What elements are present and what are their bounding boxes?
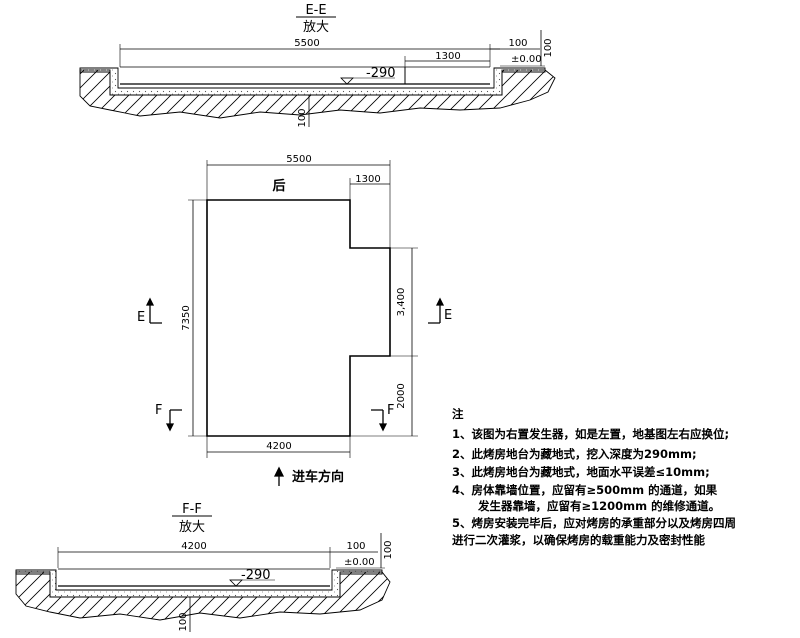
cut-e-left-arrow-icon <box>145 297 162 324</box>
note-line: 4、房体靠墙位置，应留有≥500mm 的通道，如果 <box>452 483 718 497</box>
plan-view: 5500 1300 后 7350 3,400 2000 4200 E E F <box>137 154 452 486</box>
plan-rear-label: 后 <box>272 178 285 194</box>
cut-f-right-label: F <box>387 403 394 418</box>
section-ee-dim-below: 100 <box>297 108 308 127</box>
level-marker-icon <box>340 77 354 85</box>
note-line: 5、烤房安装完毕后，应对烤房的承重部分以及烤房四周 <box>452 516 736 530</box>
note-line: 进行二次灌浆，以确保烤房的载重能力及密封性能 <box>452 533 705 547</box>
entry-arrow-icon <box>273 466 285 486</box>
plan-dim-bottom: 4200 <box>266 441 291 452</box>
section-ff-level-zero: ±0.00 <box>344 557 375 568</box>
cut-e-left-label: E <box>137 310 145 325</box>
plan-dim-left: 7350 <box>181 305 192 330</box>
section-ee-dim-height: 100 <box>543 38 554 57</box>
section-ff-dim-height: 100 <box>383 540 394 559</box>
cut-e-right-arrow-icon <box>428 297 445 324</box>
section-ff-dim-total: 4200 <box>181 541 206 552</box>
section-ff-depth: -290 <box>241 568 271 583</box>
plan-outline <box>206 199 391 437</box>
section-ee-dim-right: 100 <box>508 38 527 49</box>
plan-dim-right-mid: 3,400 <box>396 288 407 317</box>
section-ee: E-E 放大 5500 1300 100 ±0.00 100 -290 100 <box>79 3 556 128</box>
plan-dim-right-low: 2000 <box>396 383 407 408</box>
cut-f-left-label: F <box>155 403 162 418</box>
section-ee-concrete <box>79 67 546 96</box>
section-ee-dim-total: 5500 <box>294 38 319 49</box>
plan-entry-direction: 进车方向 <box>292 469 344 485</box>
notes: 注 1、该图为右置发生器，如是左置，地基图左右应换位; 2、此烤房地台为藏地式，… <box>452 407 736 547</box>
cut-e-right-label: E <box>444 308 452 323</box>
note-line: 3、此烤房地台为藏地式，地面水平误差≤10mm; <box>452 465 710 479</box>
plan-dim-top: 5500 <box>286 154 311 165</box>
note-line: 2、此烤房地台为藏地式，挖入深度为290mm; <box>452 447 697 461</box>
section-ee-mark: E-E <box>305 3 326 18</box>
section-ff-dim-right: 100 <box>346 541 365 552</box>
plan-dim-top-right: 1300 <box>355 174 380 185</box>
notes-heading: 注 <box>452 407 464 421</box>
section-ff: F-F 放大 4200 100 ±0.00 100 -290 100 <box>15 502 394 632</box>
section-ff-mark: F-F <box>182 502 202 517</box>
section-ee-level-zero: ±0.00 <box>511 54 542 65</box>
section-ff-subtitle: 放大 <box>179 520 205 535</box>
section-ee-dim-inner: 1300 <box>435 51 460 62</box>
section-ee-subtitle: 放大 <box>303 20 329 35</box>
cut-f-left-arrow-icon <box>165 409 182 432</box>
section-ee-depth: -290 <box>366 66 396 81</box>
note-line: 1、该图为右置发生器，如是左置，地基图左右应换位; <box>452 427 729 441</box>
section-ff-concrete <box>15 569 383 598</box>
section-ff-dim-below: 100 <box>178 612 189 631</box>
cut-f-right-arrow-icon <box>371 409 388 432</box>
note-line: 发生器靠墙，应留有≥1200mm 的维修通道。 <box>477 499 720 513</box>
